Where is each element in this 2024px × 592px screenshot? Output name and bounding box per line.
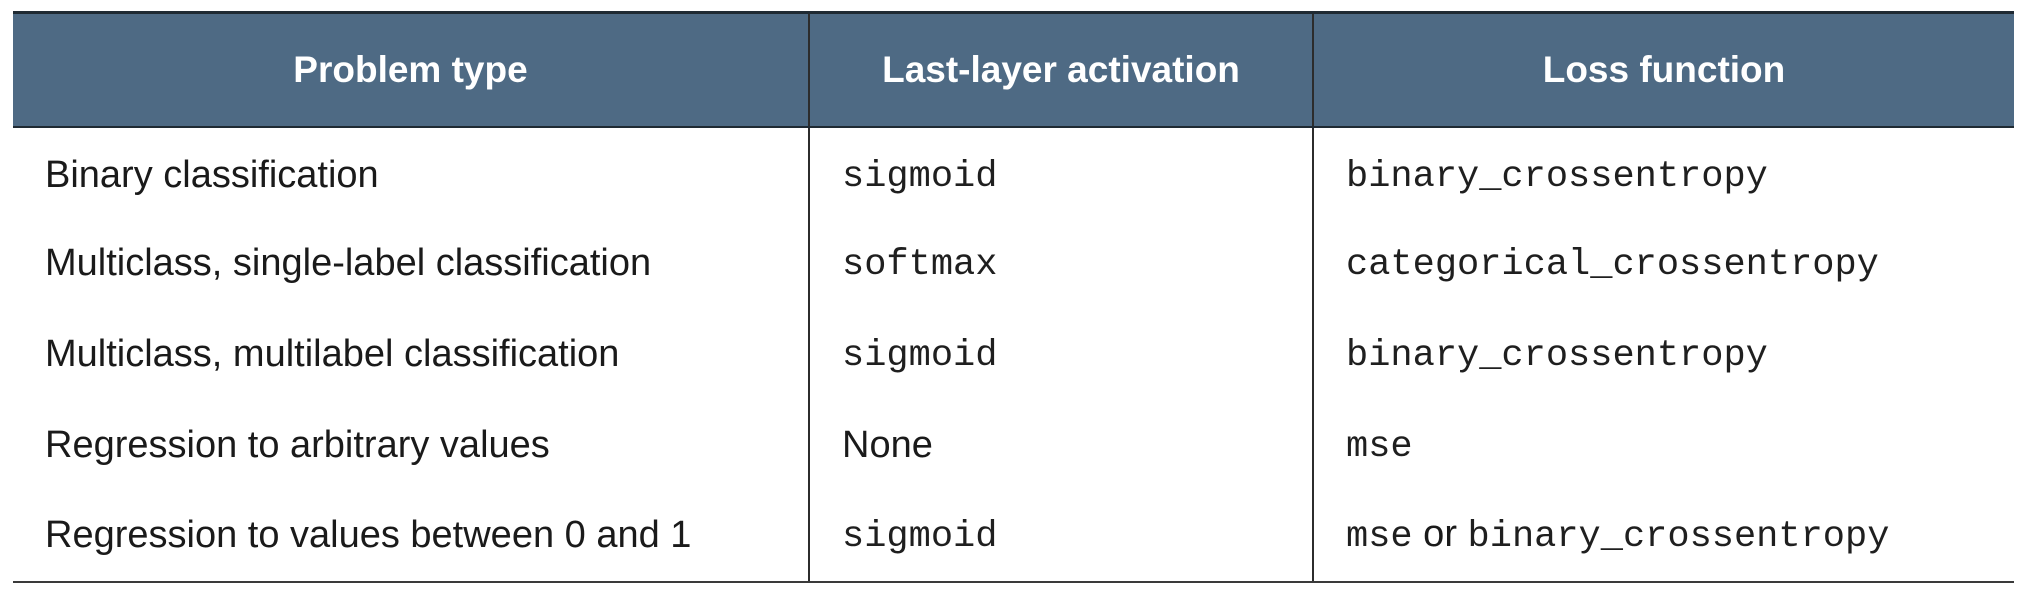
loss-cell: mse	[1312, 399, 2014, 491]
table-row: Binary classification sigmoid binary_cro…	[13, 126, 2014, 218]
header-problem-type: Problem type	[13, 11, 809, 128]
problem-type-cell: Regression to arbitrary values	[45, 423, 550, 466]
activation-loss-table: Problem type Last-layer activation Loss …	[13, 11, 2014, 583]
activation-cell: sigmoid	[808, 490, 1313, 583]
activation-loss-table-container: Problem type Last-layer activation Loss …	[13, 11, 2014, 583]
loss-value: categorical_crossentropy	[1346, 243, 1879, 286]
table-row: Multiclass, single-label classification …	[13, 217, 2014, 309]
header-row: Problem type Last-layer activation Loss …	[13, 11, 2014, 128]
table-body: Binary classification sigmoid binary_cro…	[13, 126, 2014, 583]
loss-separator: or	[1412, 513, 1468, 555]
header-loss-function: Loss function	[1312, 11, 2014, 128]
loss-value: binary_crossentropy	[1346, 156, 1768, 198]
activation-value: None	[842, 423, 933, 466]
table-row: Multiclass, multilabel classification si…	[13, 308, 2014, 400]
problem-type-cell: Multiclass, single-label classification	[45, 241, 652, 284]
header-last-layer-activation: Last-layer activation	[808, 11, 1313, 128]
activation-cell: None	[808, 399, 1313, 491]
activation-value: sigmoid	[842, 334, 998, 377]
loss-value: mse	[1346, 425, 1413, 468]
problem-type-cell: Regression to values between 0 and 1	[13, 490, 809, 583]
problem-type-cell: Multiclass, multilabel classification	[45, 332, 620, 375]
loss-value: binary_crossentropy	[1346, 334, 1768, 377]
activation-value: softmax	[842, 243, 998, 286]
loss-value: binary_crossentropy	[1467, 516, 1890, 558]
loss-cell: mse or binary_crossentropy	[1312, 490, 2014, 583]
activation-cell: sigmoid	[808, 308, 1313, 400]
loss-cell: binary_crossentropy	[1312, 308, 2014, 400]
table-header: Problem type Last-layer activation Loss …	[13, 11, 2014, 128]
activation-value: sigmoid	[842, 516, 998, 558]
activation-cell: softmax	[808, 217, 1313, 309]
loss-cell: categorical_crossentropy	[1312, 217, 2014, 309]
activation-cell: sigmoid	[808, 126, 1313, 218]
activation-value: sigmoid	[842, 156, 998, 198]
loss-cell: binary_crossentropy	[1312, 126, 2014, 218]
table-row: Regression to values between 0 and 1 sig…	[13, 490, 2014, 583]
problem-type-cell: Binary classification	[45, 154, 379, 196]
table-row: Regression to arbitrary values None mse	[13, 399, 2014, 491]
loss-value: mse	[1346, 516, 1413, 558]
